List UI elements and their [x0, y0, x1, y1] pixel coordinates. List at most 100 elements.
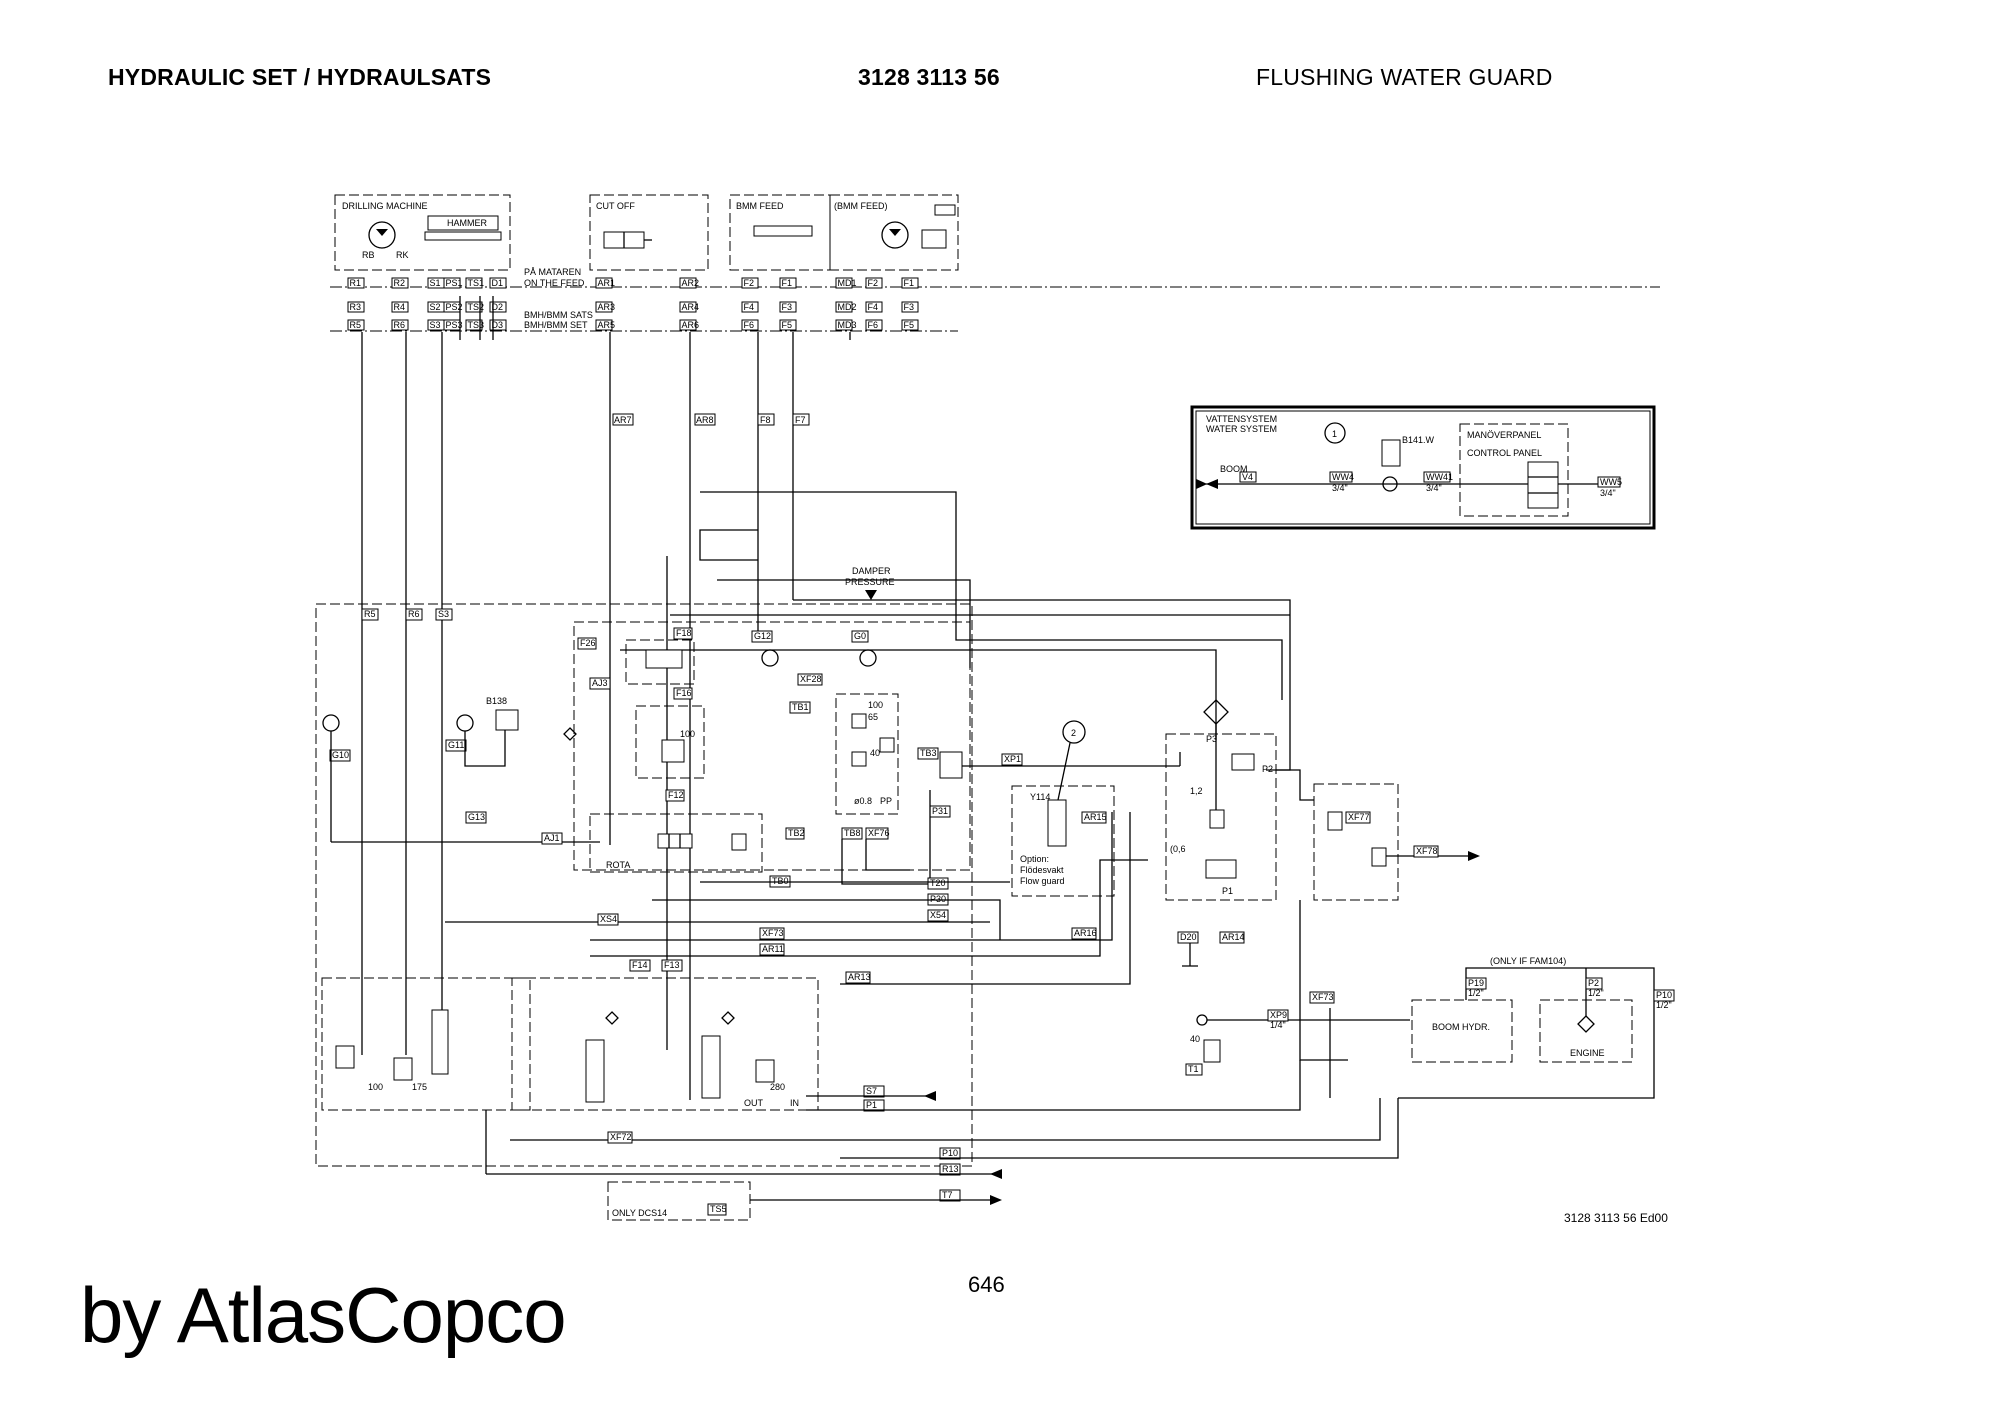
port-box — [391, 319, 409, 331]
port-box — [835, 277, 853, 289]
port-label: AR6 — [682, 320, 700, 330]
port-label: S1 — [430, 278, 441, 288]
control-panel-subtitle: CONTROL PANEL — [1467, 448, 1542, 458]
port-label: R4 — [394, 302, 406, 312]
line-f26-label: F26 — [580, 638, 596, 648]
port-box — [443, 277, 461, 289]
line-s7-label: S7 — [866, 1086, 877, 1096]
port-label: S3 — [430, 320, 441, 330]
port-label: PS3 — [446, 320, 463, 330]
value-100: 100 — [868, 700, 883, 710]
line-ar15-label: AR15 — [1084, 812, 1107, 822]
engine-label: ENGINE — [1570, 1048, 1605, 1058]
value-12: 1,2 — [1190, 786, 1203, 796]
line-ts5-label: TS5 — [710, 1204, 727, 1214]
line-tb1-label: TB1 — [792, 702, 809, 712]
p10b-size: 1/2" — [1656, 1000, 1672, 1010]
port-label: AR3 — [598, 302, 616, 312]
directional-valve-2 — [585, 1039, 605, 1103]
value-40b: 40 — [870, 748, 880, 758]
port-box — [465, 277, 483, 289]
cut-off-block — [589, 194, 709, 271]
hammer-box — [427, 215, 499, 231]
flow-guard-label: Flow guard — [1020, 876, 1065, 886]
port-label: R1 — [350, 278, 362, 288]
line-r13-label: R13 — [942, 1164, 959, 1174]
port-label: D3 — [492, 320, 504, 330]
flow-guard-valve — [1047, 799, 1067, 847]
port-label: TS2 — [468, 302, 485, 312]
feed-cylinder — [753, 225, 813, 237]
ww41-label: WW41 — [1426, 472, 1453, 482]
port-label: AR5 — [598, 320, 616, 330]
port-label: TS3 — [468, 320, 485, 330]
directional-valve-1 — [431, 1009, 449, 1075]
port-rb-label: RB — [362, 250, 375, 260]
valve-bank-right — [511, 977, 819, 1111]
port-label: AR1 — [598, 278, 616, 288]
relief-280: 280 — [770, 1082, 785, 1092]
port-label: F5 — [904, 320, 915, 330]
line-t7-label: T7 — [942, 1190, 953, 1200]
header-part-number: 3128 3113 56 — [858, 64, 1000, 90]
bmm-feed-alt-block — [829, 194, 959, 271]
line-xp1-label: XP1 — [1004, 754, 1021, 764]
gauge-g0-icon — [859, 649, 877, 667]
ww5-size: 3/4" — [1600, 488, 1616, 498]
water-flow-sensor-icon — [1382, 476, 1398, 492]
port-label: TS1 — [468, 278, 485, 288]
port-label: R3 — [350, 302, 362, 312]
port-label: F6 — [868, 320, 879, 330]
p3-label: P3 — [1206, 734, 1217, 744]
line-f16-label: F16 — [676, 688, 692, 698]
port-label: R2 — [394, 278, 406, 288]
line-p30-label: P30 — [930, 894, 946, 904]
page-number: 646 — [968, 1272, 1005, 1297]
sensor-b138-label: B138 — [486, 696, 507, 706]
port-box — [391, 277, 409, 289]
port-label: D2 — [492, 302, 504, 312]
line-f12-label: F12 — [668, 790, 684, 800]
port-box — [835, 301, 853, 313]
port-label: F2 — [868, 278, 879, 288]
port-label: F6 — [744, 320, 755, 330]
feed-motor-symbol — [881, 221, 909, 249]
line-ar13-label: AR13 — [848, 972, 871, 982]
port-label: F4 — [744, 302, 755, 312]
port-label: F4 — [868, 302, 879, 312]
water-guard-block — [1165, 733, 1277, 901]
value-08: ø0.8 — [854, 796, 872, 806]
value-100b: 100 — [680, 729, 695, 739]
water-system-title: VATTENSYSTEM — [1206, 414, 1277, 424]
hammer-piston — [424, 231, 502, 241]
gauge-g10-label: G10 — [332, 750, 349, 760]
line-xs4-label: XS4 — [600, 914, 617, 924]
relief-175: 175 — [412, 1082, 427, 1092]
sensor-b138 — [495, 709, 519, 731]
port-label: PS2 — [446, 302, 463, 312]
port-box — [901, 319, 919, 331]
port-label: F1 — [782, 278, 793, 288]
directional-valve-3 — [701, 1035, 721, 1099]
pa-mataren-label: PÅ MATAREN — [524, 267, 581, 277]
line-ar14-label: AR14 — [1222, 932, 1245, 942]
port-label: F5 — [782, 320, 793, 330]
boom-hydr-block — [1411, 999, 1513, 1063]
port-box — [679, 319, 697, 331]
line-f18-label: F18 — [676, 628, 692, 638]
drilling-motor-symbol — [368, 221, 396, 249]
port-label: MD2 — [838, 302, 857, 312]
water-system-subtitle: WATER SYSTEM — [1206, 424, 1277, 434]
line-xp9-label: XP9 — [1270, 1010, 1287, 1020]
port-label: R5 — [350, 320, 362, 330]
port-label: R6 — [394, 320, 406, 330]
line-xf73-label: XF73 — [762, 928, 784, 938]
line-ar8-label: AR8 — [696, 415, 714, 425]
port-box — [347, 301, 365, 313]
port-box — [595, 301, 613, 313]
line-ar7-label: AR7 — [614, 415, 632, 425]
port-label: D1 — [492, 278, 504, 288]
line-f7-label: F7 — [795, 415, 806, 425]
port-label: F2 — [744, 278, 755, 288]
